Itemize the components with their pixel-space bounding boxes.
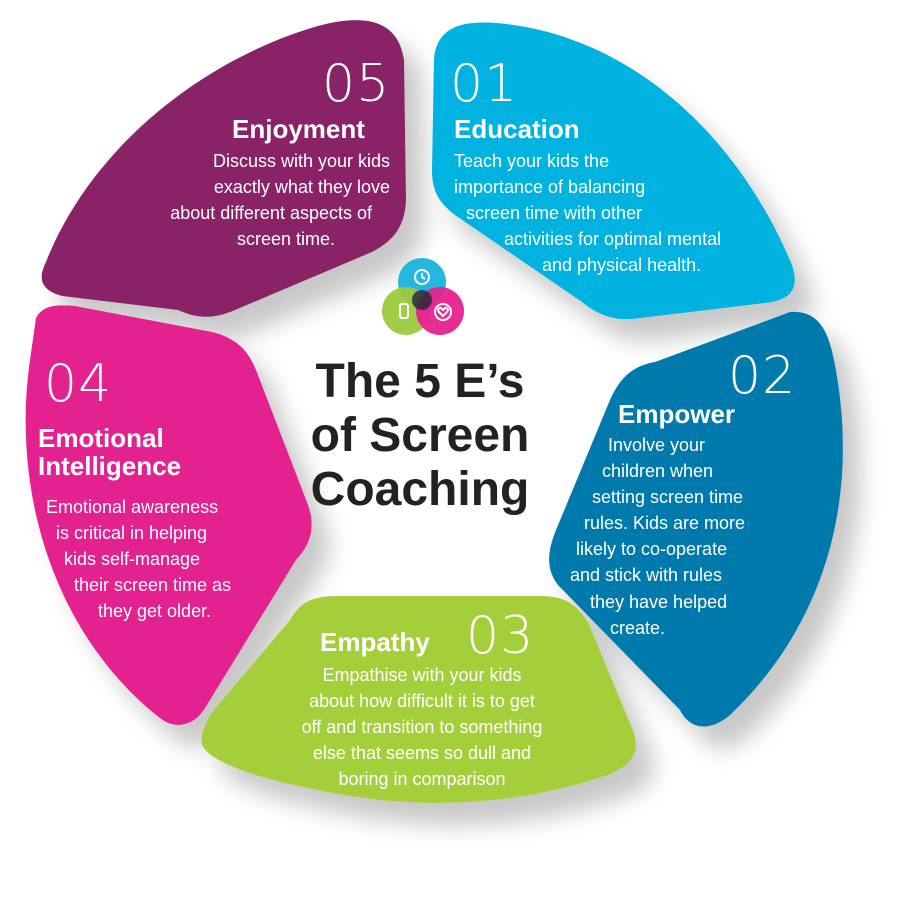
center-title-line-1: The 5 E’s <box>315 355 525 408</box>
empower-description: Involve your children when setting scree… <box>566 432 786 641</box>
emotional-title-line-2: Intelligence <box>38 451 182 482</box>
center-title-line-3: Coaching <box>310 462 530 516</box>
segment-education <box>432 22 795 320</box>
center-title: The 5 E’s of Screen Coaching <box>270 355 570 516</box>
education-line-4: activities for optimal mental <box>504 229 722 250</box>
empower-line-7: they have helped <box>590 591 728 612</box>
enjoyment-number: 05 <box>322 54 391 114</box>
emotional-line-4: their screen time as <box>74 575 232 596</box>
enjoyment-title: Enjoyment <box>232 114 365 144</box>
education-description: Teach your kids the importance of balanc… <box>454 148 774 278</box>
heart-icon <box>434 303 452 321</box>
emotional-number: 04 <box>44 354 113 414</box>
empower-line-2: children when <box>602 461 714 482</box>
segment-empower <box>549 311 843 727</box>
empathy-description: Empathise with your kids about how diffi… <box>262 662 582 792</box>
emotional-title: Emotional Intelligence <box>38 424 181 480</box>
empower-line-3: setting screen time <box>592 487 744 508</box>
empower-number: 02 <box>728 346 797 406</box>
empathy-line-5: boring in comparison <box>338 769 506 790</box>
education-line-1: Teach your kids the <box>454 151 610 171</box>
empathy-number: 03 <box>466 606 535 666</box>
clock-icon <box>414 269 430 285</box>
education-line-3: screen time with other <box>466 203 643 224</box>
emotional-line-1: Emotional awareness <box>46 497 219 517</box>
emotional-line-3: kids self-manage <box>64 549 201 570</box>
empower-line-6: and stick with rules <box>570 565 723 586</box>
education-title: Education <box>454 114 580 144</box>
emotional-title-line-1: Emotional <box>38 423 164 453</box>
empower-line-4: rules. Kids are more <box>584 513 746 534</box>
center-title-line-2: of Screen <box>310 408 530 462</box>
segment-empathy <box>201 596 636 803</box>
education-line-2: importance of balancing <box>454 177 646 198</box>
enjoyment-line-3: about different aspects of <box>170 203 372 224</box>
phone-icon <box>399 303 409 319</box>
enjoyment-description: Discuss with your kids exactly what they… <box>100 148 390 252</box>
education-line-5: and physical health. <box>542 255 702 276</box>
empower-line-5: likely to co-operate <box>576 539 728 560</box>
logo <box>382 258 464 335</box>
empower-title: Empower <box>618 399 736 429</box>
empathy-line-3: off and transition to something <box>301 717 543 738</box>
enjoyment-line-4: screen time. <box>236 229 335 250</box>
empathy-line-1: Empathise with your kids <box>322 665 522 685</box>
empathy-title: Empathy <box>320 627 430 657</box>
emotional-line-5: they get older. <box>98 601 212 622</box>
enjoyment-line-1: Discuss with your kids <box>212 151 390 171</box>
empathy-line-4: else that seems so dull and <box>312 743 532 764</box>
segment-emotional <box>25 305 312 725</box>
empower-line-1: Involve your <box>608 435 706 455</box>
segment-enjoyment <box>41 20 407 317</box>
empathy-line-2: about how difficult it is to get <box>309 691 535 712</box>
emotional-line-2: is critical in helping <box>56 523 208 544</box>
education-number: 01 <box>450 54 519 114</box>
empower-line-8: create. <box>610 617 666 638</box>
emotional-description: Emotional awareness is critical in helpi… <box>46 494 276 624</box>
enjoyment-line-2: exactly what they love <box>213 177 390 198</box>
